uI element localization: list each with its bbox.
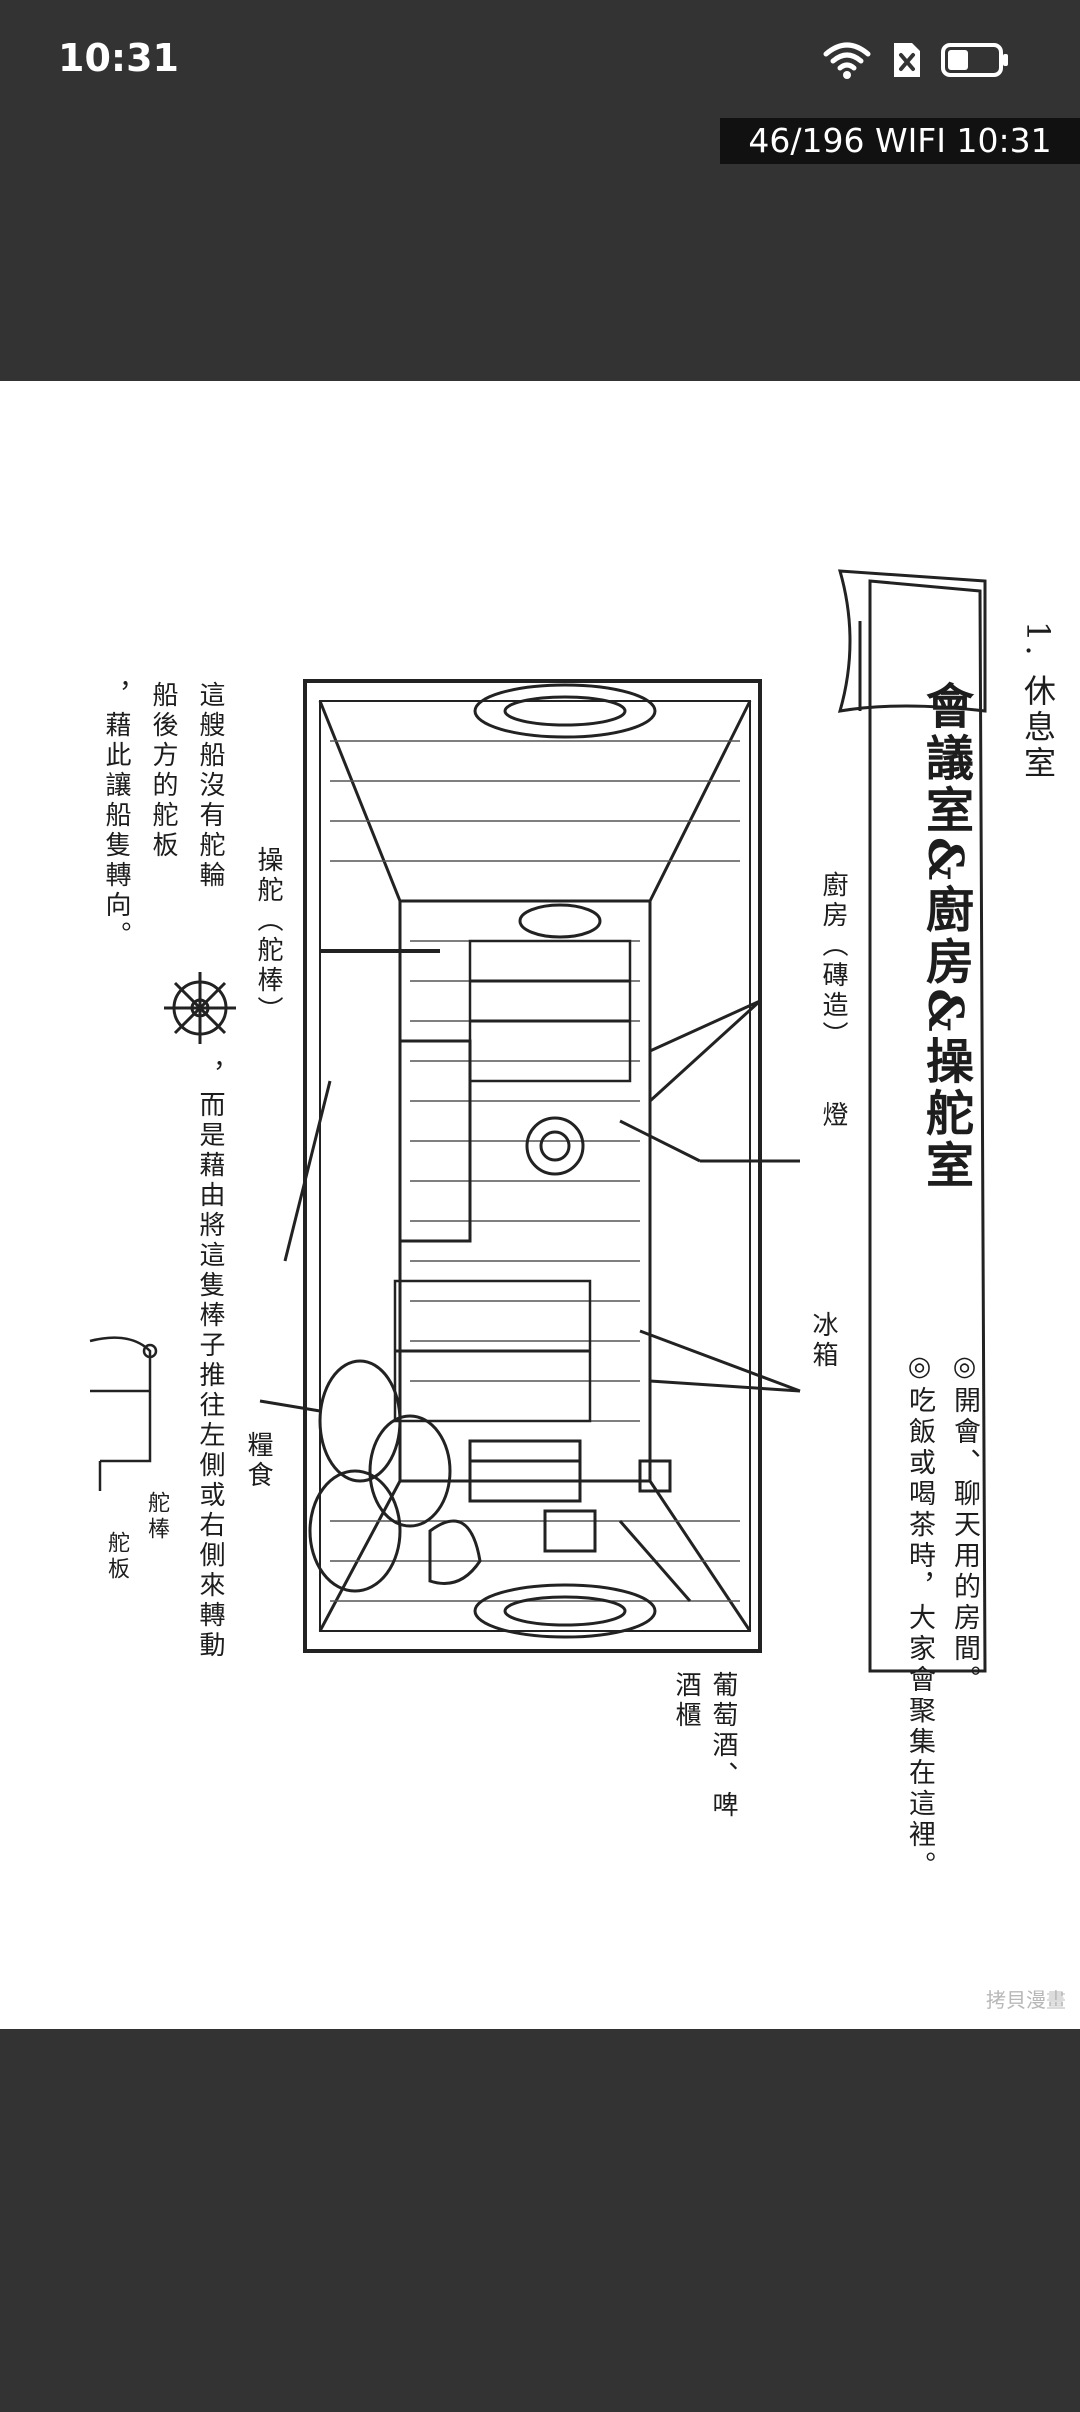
note-meal: ◎吃飯或喝茶時，大家會聚集在這裡。 xyxy=(900,1351,939,1882)
label-tiller: 舵棒 xyxy=(140,1491,172,1543)
label-fridge: 冰箱 xyxy=(805,1311,842,1371)
tiller-diagram xyxy=(90,1338,156,1491)
battery-icon xyxy=(940,42,1010,82)
status-bar: 10:31 xyxy=(0,0,1080,120)
status-time: 10:31 xyxy=(58,36,179,80)
sim-blocked-icon xyxy=(890,41,922,83)
section-title: 1. 休息室 xyxy=(1015,621,1061,782)
banner-title: 會議室&廚房&操舵室 xyxy=(910,681,980,1192)
wifi-icon xyxy=(822,40,872,84)
label-lamp: 燈 xyxy=(815,1101,852,1131)
helm-description-1b: ，而是藉由將這隻棒子推往左側或右側來轉動 xyxy=(192,1061,229,1661)
note-meeting: ◎開會、聊天用的房間。 xyxy=(945,1351,984,1696)
label-rudder: 舵板 xyxy=(100,1531,132,1583)
label-food: 糧食 xyxy=(240,1431,277,1491)
watermark: 拷貝漫畫 xyxy=(986,1984,1066,2013)
helm-description-1: 這艘船沒有舵輪 xyxy=(192,681,229,891)
status-icons xyxy=(822,40,1010,84)
helm-description-2: 船後方的舵板 xyxy=(145,681,182,861)
helm-description-3: ，藉此讓船隻轉向。 xyxy=(98,681,135,951)
manga-page[interactable]: 1. 休息室 會議室&廚房&操舵室 ◎開會、聊天用的房間。 ◎吃飯或喝茶時，大家… xyxy=(0,381,1080,2029)
label-wine-cabinet: 葡萄酒、啤酒櫃 xyxy=(668,1671,742,1841)
ship-wheel-icon xyxy=(164,972,236,1044)
reader-page-indicator: 46/196 WIFI 10:31 xyxy=(720,118,1080,164)
label-kitchen: 廚房（磚造） xyxy=(815,871,852,1051)
label-helm: 操舵（舵棒） xyxy=(250,846,287,1026)
